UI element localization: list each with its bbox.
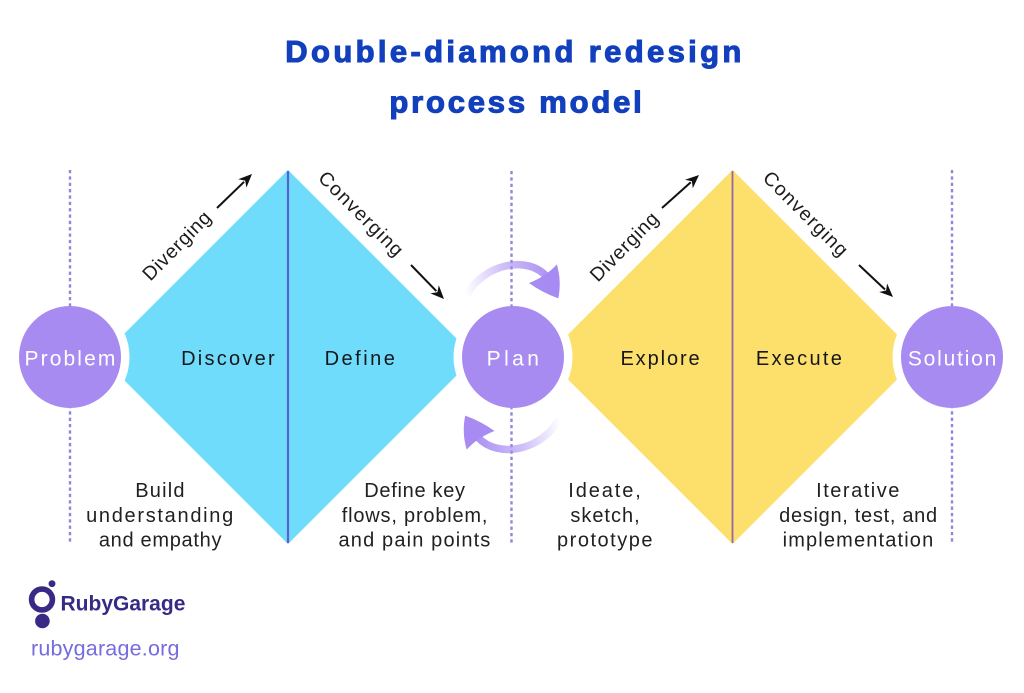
- svg-text:understanding: understanding: [86, 505, 235, 527]
- svg-text:Solution: Solution: [908, 347, 998, 370]
- svg-text:Build: Build: [135, 480, 185, 502]
- svg-text:Plan: Plan: [487, 347, 543, 370]
- svg-text:Execute: Execute: [756, 348, 844, 370]
- svg-text:RubyGarage: RubyGarage: [61, 593, 186, 616]
- svg-text:Iterative: Iterative: [816, 480, 901, 502]
- svg-text:Double-diamond redesign: Double-diamond redesign: [285, 34, 744, 69]
- svg-text:Define: Define: [325, 348, 398, 370]
- svg-text:implementation: implementation: [783, 530, 935, 552]
- svg-text:Discover: Discover: [181, 348, 277, 370]
- svg-text:rubygarage.org: rubygarage.org: [31, 637, 180, 661]
- svg-text:design, test, and: design, test, and: [779, 505, 938, 527]
- svg-text:prototype: prototype: [557, 530, 654, 552]
- svg-text:and pain points: and pain points: [339, 530, 492, 552]
- svg-text:process model: process model: [389, 85, 644, 120]
- svg-text:Ideate,: Ideate,: [568, 480, 642, 502]
- svg-text:and empathy: and empathy: [99, 530, 222, 552]
- svg-text:flows, problem,: flows, problem,: [342, 505, 489, 527]
- svg-text:Explore: Explore: [620, 348, 701, 370]
- svg-text:Define key: Define key: [364, 480, 466, 502]
- svg-text:Problem: Problem: [25, 347, 118, 370]
- svg-text:sketch,: sketch,: [570, 505, 640, 527]
